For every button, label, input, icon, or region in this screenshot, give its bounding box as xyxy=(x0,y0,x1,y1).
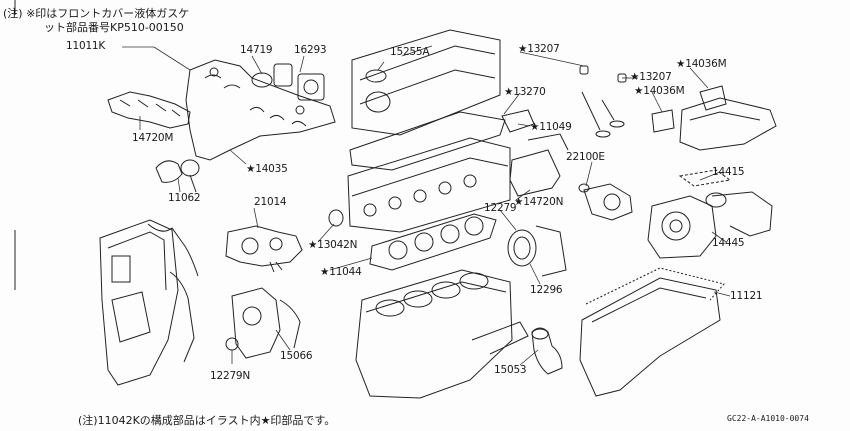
header-note-line2: ット部品番号KP510-00150 xyxy=(44,21,184,34)
part-label-15053: 15053 xyxy=(494,364,527,376)
oil-pump-shape xyxy=(231,287,281,359)
part-label-14036M-b: ★14036M xyxy=(634,85,685,97)
turbocharger-shape xyxy=(647,195,717,259)
cylinder-head-shape xyxy=(347,137,511,233)
part-label-14719: 14719 xyxy=(240,44,273,56)
drawing-code: GC22-A-A1010-0074 xyxy=(727,414,809,423)
part-label-11062: 11062 xyxy=(168,192,201,204)
timing-cover-shape xyxy=(99,219,179,386)
distributor-shape xyxy=(583,183,633,221)
part-label-21014: 21014 xyxy=(254,196,287,208)
part-label-12279N: 12279N xyxy=(210,370,251,382)
leader-lines xyxy=(122,45,731,366)
throttle-16293-shape xyxy=(273,63,293,87)
part-label-11044: ★11044 xyxy=(320,266,362,278)
water-outlet-shape xyxy=(155,160,183,183)
gasket-14719-shape xyxy=(251,72,273,88)
part-label-13207-a: ★13207 xyxy=(518,43,560,55)
oil-pan-shape xyxy=(579,277,721,397)
part-label-12296: 12296 xyxy=(530,284,563,296)
rear-seal-shape xyxy=(507,229,537,267)
part-label-14720M: 14720M xyxy=(132,132,174,144)
head-gasket-shape xyxy=(369,213,497,271)
part-label-11121: 11121 xyxy=(730,290,763,302)
part-label-15066: 15066 xyxy=(280,350,313,362)
oil-pan-gasket-shape xyxy=(585,267,725,305)
exhaust-manifold-shape xyxy=(107,91,191,129)
part-label-14415: 14415 xyxy=(712,166,745,178)
part-label-13207-b: ★13207 xyxy=(630,71,672,83)
rocker-cover-shape xyxy=(351,29,501,136)
gasket-14036M-shape xyxy=(699,85,727,111)
water-pump-21014-shape xyxy=(225,225,303,267)
crank-seal-13042N-shape xyxy=(328,209,344,227)
valve-set-shape xyxy=(579,65,627,138)
cylinder-block-shape xyxy=(355,269,513,399)
part-label-11011K: 11011K xyxy=(66,40,106,52)
part-label-14036M-a: ★14036M xyxy=(676,58,727,70)
part-label-14035: ★14035 xyxy=(246,163,288,175)
exhaust-manifold-right-shape xyxy=(679,97,777,151)
intake-manifold-shape xyxy=(185,59,336,161)
oil-strainer-shape xyxy=(531,327,563,375)
part-label-12279: 12279 xyxy=(484,202,517,214)
part-label-11049: ★11049 xyxy=(530,121,572,133)
part-label-13042N: ★13042N xyxy=(308,239,358,251)
part-label-14720N: ★14720N xyxy=(514,196,564,208)
part-label-14445: 14445 xyxy=(712,237,745,249)
oil-cap-shape xyxy=(365,69,387,83)
rocker-gasket-shape xyxy=(349,111,506,171)
part-label-22100E: 22100E xyxy=(566,151,605,163)
part-label-15255A: 15255A xyxy=(390,46,430,58)
footer-note: (注)11042Kの構成部品はイラスト内★印部品です。 xyxy=(78,414,336,427)
header-note-line1: (注) ※印はフロントカバー液体ガスケ xyxy=(3,7,190,20)
part-label-16293: 16293 xyxy=(294,44,327,56)
part-label-13270: ★13270 xyxy=(504,86,546,98)
exhaust-gasket-shape xyxy=(509,149,561,197)
